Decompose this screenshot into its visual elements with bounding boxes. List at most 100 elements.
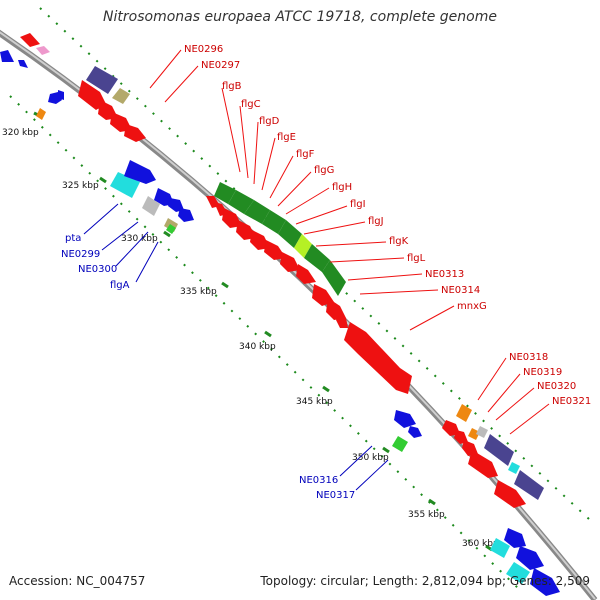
cds-arrow[interactable]: [18, 60, 28, 68]
cds-arrow-flgK[interactable]: [326, 298, 346, 320]
label-line-ne0313: [347, 273, 423, 281]
gene-label[interactable]: NE0296: [184, 44, 223, 55]
gene-label[interactable]: flgA: [110, 280, 130, 291]
gene-label[interactable]: NE0300: [78, 264, 117, 275]
gene-block-cyan[interactable]: [508, 462, 520, 474]
forward-strand-features: [0, 33, 544, 508]
gene-block-cyan-lower[interactable]: [506, 562, 530, 584]
cds-arrow[interactable]: [0, 50, 14, 62]
gene-label[interactable]: flgF: [296, 149, 315, 160]
gene-label[interactable]: flgC: [241, 99, 261, 110]
cds-arrow-flgL[interactable]: [336, 314, 348, 328]
forward-label-lines: [149, 49, 550, 435]
gene-block-orange-small[interactable]: [468, 428, 480, 440]
cds-arrow-ne0299[interactable]: [154, 188, 174, 206]
gene-label[interactable]: flgD: [259, 116, 280, 127]
gene-label[interactable]: NE0313: [425, 269, 464, 280]
label-line-flgA: [135, 241, 159, 283]
flg-block[interactable]: [278, 220, 302, 248]
gene-label[interactable]: NE0319: [523, 367, 562, 378]
cds-arrow[interactable]: [494, 480, 526, 508]
label-line-mnxG: [409, 305, 455, 331]
flg-block[interactable]: [304, 244, 330, 272]
tick-label: 350 kbp: [352, 453, 389, 463]
gene-block-ne0299[interactable]: [142, 196, 160, 216]
label-line-flgE: [261, 137, 276, 191]
cds-arrow-pta[interactable]: [124, 160, 156, 184]
gene-label[interactable]: NE0297: [201, 60, 240, 71]
cds-arrow-flgF[interactable]: [250, 230, 270, 250]
gene-label[interactable]: flgL: [407, 253, 426, 264]
gene-label[interactable]: mnxG: [457, 301, 487, 312]
gene-block-orange[interactable]: [456, 404, 472, 422]
label-line-ne0321: [509, 403, 550, 435]
cds-arrow[interactable]: [516, 546, 544, 570]
flg-block[interactable]: [214, 182, 236, 204]
cds-arrow-mnxG[interactable]: [344, 322, 412, 394]
cds-arrow[interactable]: [124, 124, 146, 142]
cds-arrow-flgD[interactable]: [222, 208, 242, 228]
genome-summary-text: Topology: circular; Length: 2,812,094 bp…: [260, 574, 590, 588]
gene-label[interactable]: flgJ: [368, 216, 384, 227]
gene-block-purple[interactable]: [514, 470, 544, 500]
gene-block-cyan-lower[interactable]: [490, 538, 510, 558]
genome-backbone: [0, 29, 598, 600]
gene-label[interactable]: NE0320: [537, 381, 576, 392]
cds-arrow[interactable]: [58, 90, 64, 100]
gene-label[interactable]: NE0299: [61, 249, 100, 260]
cds-arrow[interactable]: [530, 568, 560, 596]
cds-arrow-flgE[interactable]: [236, 220, 256, 240]
label-line-ne0300: [115, 231, 149, 267]
tick-mark: [163, 230, 171, 238]
tick-mark: [264, 330, 272, 338]
gene-label[interactable]: flgB: [222, 81, 242, 92]
reverse-gene-labels: pta NE0299 NE0300 flgA NE0316 NE0317: [61, 233, 355, 501]
gene-label[interactable]: flgI: [350, 199, 366, 210]
flg-block[interactable]: [228, 190, 254, 214]
gene-label[interactable]: flgH: [332, 182, 352, 193]
gene-block-grey[interactable]: [476, 426, 488, 438]
genome-backbone-highlight: [0, 31, 596, 600]
gene-label[interactable]: NE0317: [316, 490, 355, 501]
gene-label[interactable]: NE0321: [552, 396, 591, 407]
cds-arrow[interactable]: [504, 528, 526, 548]
cds-arrow[interactable]: [36, 108, 46, 120]
flg-block[interactable]: [322, 260, 346, 296]
flg-block[interactable]: [262, 210, 286, 234]
gene-label[interactable]: flgG: [314, 165, 334, 176]
flg-block[interactable]: [244, 200, 270, 224]
gene-label[interactable]: NE0318: [509, 352, 548, 363]
label-line-flgL: [329, 257, 405, 263]
cds-arrow-ne0297[interactable]: [78, 80, 106, 110]
gene-label[interactable]: flgK: [389, 236, 409, 247]
cds-arrow[interactable]: [36, 46, 50, 55]
gene-label[interactable]: NE0316: [299, 475, 338, 486]
map-title: Nitrosomonas europaea ATCC 19718, comple…: [103, 9, 497, 25]
label-line-ne0320: [495, 387, 535, 421]
label-line-flgJ: [303, 221, 366, 235]
flg-block-light[interactable]: [294, 234, 312, 258]
cds-arrow-flgA[interactable]: [178, 208, 194, 222]
label-line-ne0296: [149, 49, 182, 89]
gene-block-ne0317[interactable]: [392, 436, 408, 452]
label-line-ne0299: [101, 221, 139, 251]
cds-arrow-ne0316[interactable]: [394, 410, 416, 428]
cds-arrow-flgI[interactable]: [296, 264, 316, 284]
gene-block-ne0296[interactable]: [86, 66, 118, 94]
gene-block-pta[interactable]: [110, 172, 140, 198]
cds-arrow[interactable]: [408, 426, 422, 438]
gene-block-olive[interactable]: [112, 88, 130, 104]
label-line-ne0314: [359, 289, 439, 295]
cds-arrow[interactable]: [468, 450, 498, 478]
cds-arrow-flgG[interactable]: [264, 240, 286, 260]
cds-arrow-flgH[interactable]: [280, 252, 300, 272]
tick-label: 355 kbp: [408, 510, 445, 520]
gene-block-flgA-green[interactable]: [166, 224, 176, 234]
gene-block-ne0321[interactable]: [484, 434, 514, 466]
gene-label[interactable]: NE0314: [441, 285, 480, 296]
gene-label[interactable]: pta: [65, 233, 81, 244]
gene-label[interactable]: flgE: [277, 132, 296, 143]
label-line-ne0319: [487, 373, 521, 413]
cds-arrow[interactable]: [20, 33, 40, 47]
